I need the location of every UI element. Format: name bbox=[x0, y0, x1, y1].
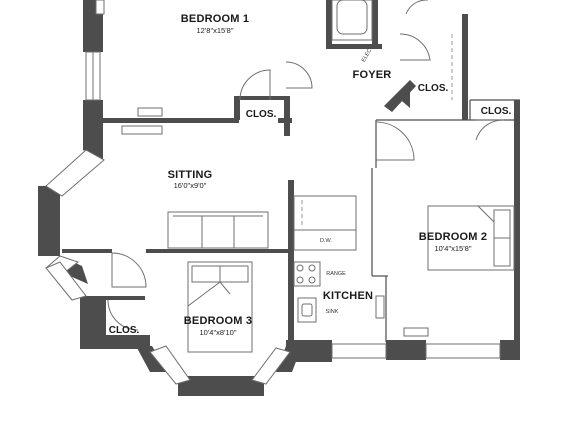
bed3-bay-bottom-wall bbox=[178, 376, 264, 396]
furniture bbox=[121, 0, 515, 353]
bed2-window bbox=[425, 343, 501, 359]
bay-window-upper bbox=[45, 149, 105, 197]
sitting-top-wall bbox=[83, 118, 239, 123]
foyer-entry-door bbox=[285, 61, 313, 89]
sitting-name: SITTING bbox=[168, 169, 213, 181]
bedroom2-name: BEDROOM 2 bbox=[419, 231, 487, 243]
bedroom3-size: 10'4"x8'10" bbox=[200, 328, 237, 337]
bed2-closet-label: CLOS. bbox=[481, 106, 512, 117]
bed3-window-left bbox=[45, 261, 87, 301]
foyer-name: FOYER bbox=[353, 69, 392, 81]
range-label: RANGE bbox=[326, 271, 346, 277]
bed1-closet-right-wall bbox=[284, 96, 290, 136]
kitchen-upper-counter bbox=[293, 195, 357, 231]
bed1-closet-door bbox=[239, 69, 271, 101]
bed3-bay-window-left bbox=[149, 345, 191, 385]
foyer-closet-right-wall bbox=[462, 14, 468, 120]
bed2-closet-door bbox=[475, 119, 505, 141]
dishwasher-label: D.W. bbox=[320, 238, 332, 244]
bedroom3-name: BEDROOM 3 bbox=[184, 315, 252, 327]
doors bbox=[107, 0, 505, 331]
bed3-door bbox=[111, 252, 147, 288]
bedroom1-size: 12'8"x15'8" bbox=[197, 26, 234, 35]
foyer-closet-label: CLOS. bbox=[418, 83, 449, 94]
bath-right-wall bbox=[372, 0, 378, 48]
radiator-bed1 bbox=[137, 107, 163, 117]
bath-bottom-wall bbox=[326, 44, 382, 49]
kitchen-bottom-wall bbox=[286, 340, 332, 362]
bed1-closet-left-wall bbox=[234, 96, 240, 120]
bed2-right-wall bbox=[514, 100, 520, 360]
sink-label: SINK bbox=[326, 309, 339, 315]
bed3-bay-window-right bbox=[251, 347, 291, 385]
sit-bed3-wall-right bbox=[146, 249, 292, 253]
bedroom2-size: 10'4"x15'8" bbox=[435, 244, 472, 253]
radiator-sitting bbox=[121, 125, 163, 135]
radiator-bed2 bbox=[403, 327, 429, 337]
sitting-size: 16'0"x9'0" bbox=[174, 181, 207, 190]
bath-left-wall bbox=[326, 0, 332, 48]
room-labels: BEDROOM 1 12'8"x15'8" SITTING 16'0"x9'0"… bbox=[168, 13, 487, 337]
bed3-closet-door bbox=[107, 299, 139, 331]
sit-bed3-wall-left bbox=[62, 249, 112, 253]
kitchen-left-wall bbox=[288, 180, 294, 340]
bed1-top-window bbox=[95, 0, 105, 15]
sofa bbox=[167, 211, 269, 249]
kitchen-window bbox=[331, 343, 387, 359]
bed1-closet-label: CLOS. bbox=[246, 109, 277, 120]
fixture-labels: ELEC D.W. RANGE SINK bbox=[320, 48, 373, 315]
walls bbox=[38, 0, 520, 396]
windows bbox=[45, 0, 501, 385]
bed1-closet-top-wall bbox=[234, 96, 284, 100]
bay-left-wall bbox=[38, 186, 60, 256]
closet-labels: CLOS. CLOS. CLOS. CLOS. bbox=[109, 83, 512, 336]
bed3-closet-label: CLOS. bbox=[109, 325, 140, 336]
bed3-bay-left-corner bbox=[136, 346, 168, 372]
kitchen-name: KITCHEN bbox=[323, 290, 373, 302]
elec-label: ELEC bbox=[361, 48, 373, 63]
bed2-door bbox=[375, 121, 415, 161]
bath-door bbox=[405, 0, 428, 15]
foyer-closet-door bbox=[399, 33, 431, 61]
foyer-closet-triangle bbox=[396, 80, 410, 108]
bedroom1-name: BEDROOM 1 bbox=[181, 13, 249, 25]
fridge bbox=[375, 295, 385, 319]
bed3-closet-bottom-wall bbox=[80, 335, 150, 349]
bay-corner-top bbox=[83, 118, 103, 160]
bed3-closet-top-wall bbox=[105, 296, 145, 300]
range bbox=[293, 261, 321, 287]
bed2-bottom-wall-mid bbox=[386, 340, 426, 360]
dishwasher bbox=[293, 229, 357, 251]
